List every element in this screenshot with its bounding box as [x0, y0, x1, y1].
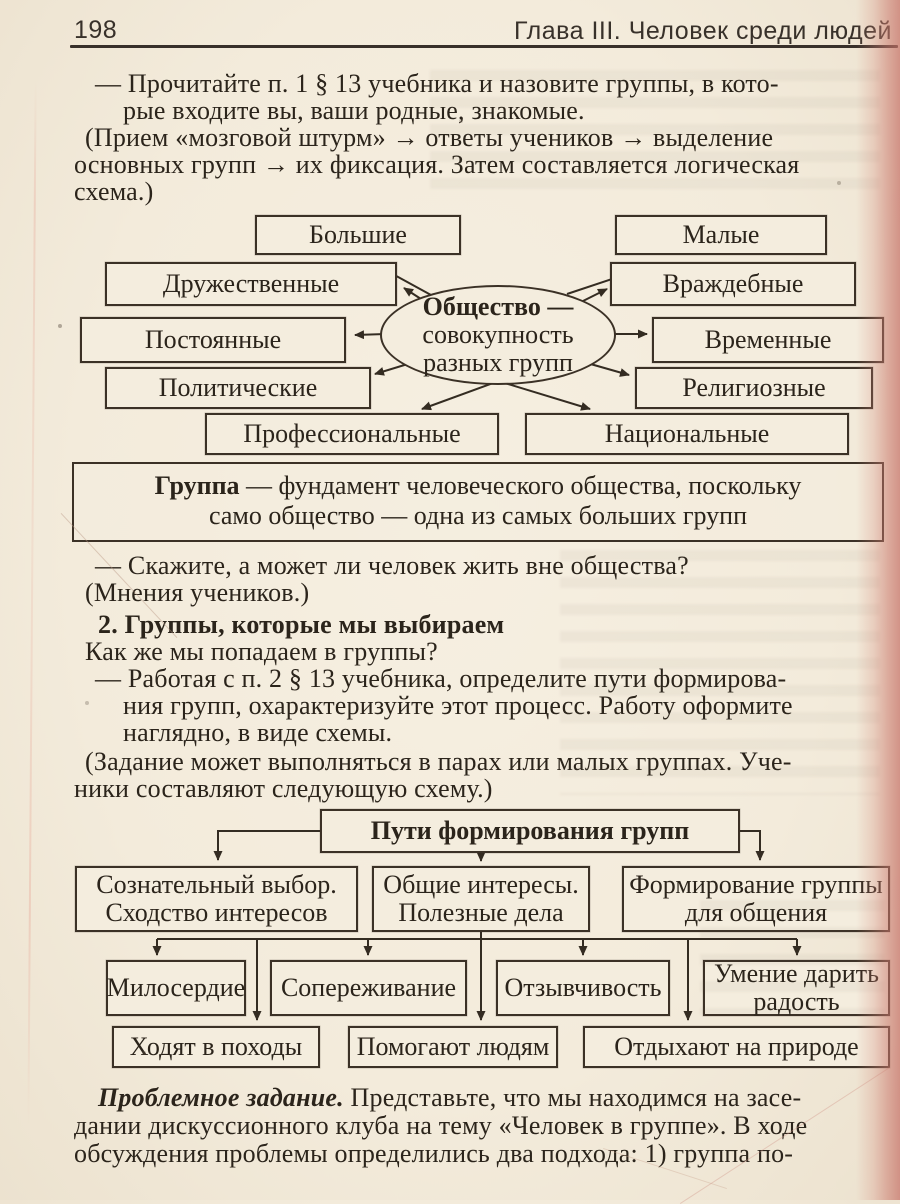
problem-lead: Проблемное задание. [98, 1083, 344, 1112]
quality-box-miloserdie: Милосердие [106, 960, 246, 1016]
problem-line: Проблемное задание. Представьте, что мы … [72, 1084, 900, 1111]
quality-box-umenie-darit-radost: Умение дарить радость [703, 960, 890, 1016]
section-heading: 2. Группы, которые мы выбираем [98, 610, 505, 639]
group-type-box-postoyannye: Постоянные [80, 317, 346, 363]
group-type-box-druzhestvennye: Дружественные [105, 262, 397, 306]
intro-line: (Прием «мозговой штурм» → ответы ученико… [85, 123, 774, 152]
group-type-box-bolshie: Большие [255, 215, 461, 255]
intro-line: рые входите вы, ваши родные, знакомые. [123, 96, 585, 125]
group-type-box-politicheskie: Политические [105, 367, 371, 409]
page-number: 198 [74, 16, 118, 44]
intro-line: — Прочитайте п. 1 § 13 учебника и назови… [95, 69, 779, 98]
way-box-soznatelny-vybor: Сознательный выбор. Сходство интересов [75, 866, 358, 932]
intro-line: схема.) [74, 177, 154, 206]
definition-term: Группа [154, 471, 240, 500]
red-pencil-mark [27, 78, 37, 1126]
note-line: (Мнения учеников.) [85, 578, 310, 607]
way-box-formirovanie-gruppy: Формирование группы для общения [622, 866, 890, 932]
root-box-puti-formirovaniya: Пути формирования групп [320, 809, 740, 853]
question-line: — Скажите, а может ли человек жить вне о… [95, 551, 689, 580]
group-type-box-professionalnye: Профессиональные [205, 413, 499, 455]
group-type-box-malye: Малые [615, 215, 827, 255]
society-oval-line: разных групп [423, 348, 573, 377]
group-type-box-vrazhdebnye: Враждебные [610, 262, 856, 306]
header-rule [70, 45, 898, 48]
definition-box: Группа — фундамент человеческого обществ… [72, 462, 884, 542]
problem-line: дании дискуссионного клуба на тему «Чело… [74, 1111, 808, 1140]
arrow-to-religioznye [586, 362, 630, 377]
dust-specks [0, 0, 2, 2]
activity-box-otdykhayut-na-prirode: Отдыхают на природе [583, 1026, 890, 1068]
group-type-box-nacionalnye: Национальные [525, 413, 849, 455]
task-line: наглядно, в виде схемы. [123, 718, 393, 747]
connector-to-soznatelny [213, 830, 320, 861]
task-line: — Работая с п. 2 § 13 учебника, определи… [95, 664, 787, 693]
task-line: ния групп, охарактеризуйте этот процесс.… [123, 691, 793, 720]
way-box-obshchie-interesy: Общие интересы. Полезные дела [372, 866, 590, 932]
arrow-to-postoyannye [354, 330, 385, 340]
activity-box-khodyat-v-pokhody: Ходят в походы [112, 1026, 320, 1068]
note-line: ники составляют следующую схему.) [74, 774, 493, 803]
society-oval-title: Общество — [422, 292, 574, 321]
society-groups-diagram: Большие Малые Дружественные Враждебные П… [70, 207, 890, 459]
definition-line: само общество — одна из самых больших гр… [208, 501, 748, 530]
connector-to-formirovanie [740, 830, 765, 861]
arrow-to-vrazhdebnye [582, 288, 608, 302]
group-formation-diagram: Пути формирования групп Сознательный выб… [70, 806, 890, 1074]
definition-rest: — фундамент человеческого общества, поск… [239, 471, 802, 500]
question-line: Как же мы попадаем в группы? [85, 637, 438, 666]
activity-box-pomogayut-lyudyam: Помогают людям [348, 1026, 558, 1068]
problem-line: обсуждения проблемы определились два под… [74, 1139, 794, 1168]
society-oval-line: совокупность [422, 320, 574, 349]
quality-box-otzyvchivost: Отзывчивость [496, 960, 670, 1016]
scheme2-connectors [152, 830, 802, 1021]
note-line: (Задание может выполняться в парах или м… [85, 747, 792, 776]
definition-line: Группа — фундамент человеческого обществ… [84, 471, 872, 501]
group-type-box-religioznye: Религиозные [635, 367, 873, 409]
quality-box-soperezhivanie: Сопереживание [270, 960, 467, 1016]
chapter-header: Глава III. Человек среди людей [513, 17, 892, 45]
group-type-box-vremennye: Временные [652, 317, 884, 363]
society-oval: Общество — совокупность разных групп [380, 285, 616, 385]
intro-line: основных групп → их фиксация. Затем сост… [74, 150, 800, 179]
problem-rest: Представьте, что мы находимся на засе- [343, 1083, 802, 1112]
